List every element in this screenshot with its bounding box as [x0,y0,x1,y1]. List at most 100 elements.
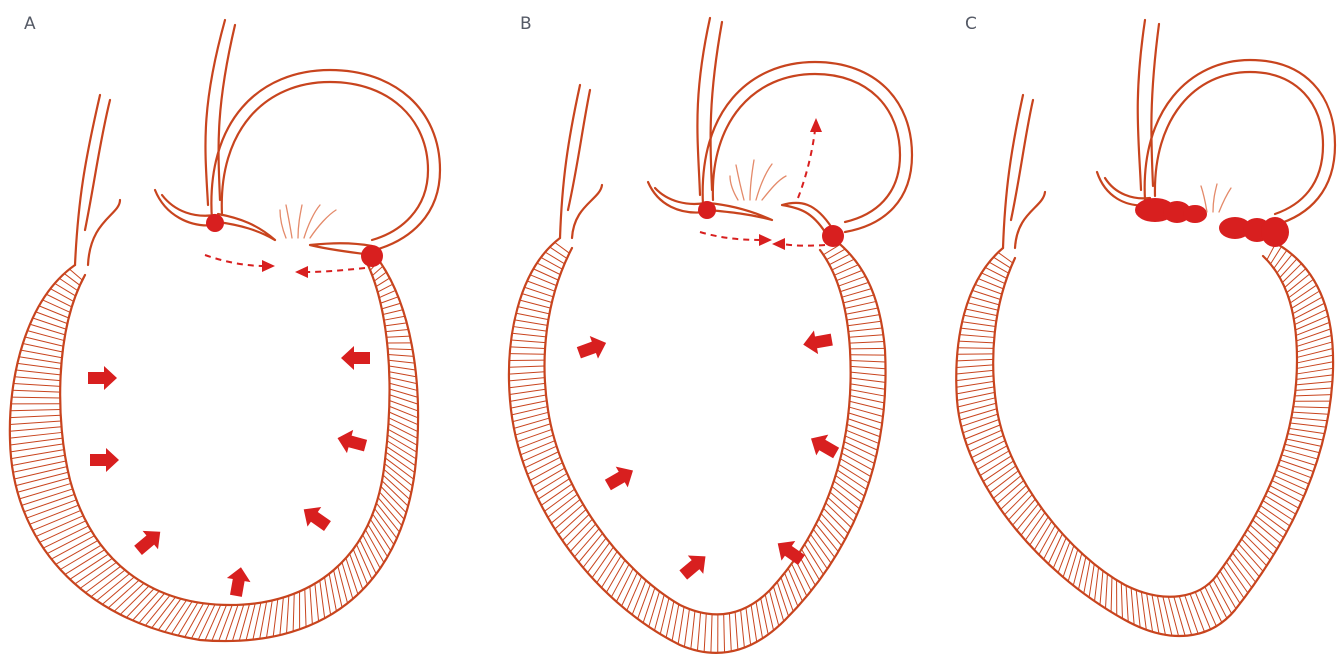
myocardium-striation [16,472,68,485]
myocardium-striation [1058,542,1070,573]
myocardium-striation [139,593,165,623]
myocardium-striation [1297,362,1333,369]
myocardium-striation [616,568,633,601]
myocardium-striation [226,605,238,641]
arrow-icon [334,427,368,458]
myocardium-striation [956,365,993,368]
myocardium-striation [14,467,67,479]
myocardium-striation [751,605,757,642]
myocardium-striation [1274,475,1307,490]
myocardium-striation [108,580,139,608]
myocardium-striation [10,432,62,438]
myocardium-striation [519,435,554,448]
myocardium-striation [1277,254,1292,272]
myocardium-striation [982,273,1005,284]
myocardium-striation [704,613,706,652]
myocardium-striation [1111,577,1112,612]
myocardium-striation [15,377,61,381]
arrow-icon [805,428,842,463]
myocardium-striation [378,498,402,526]
panel-c: C [945,0,1343,664]
myocardium-striation [785,573,798,607]
myocardium-striation [59,278,77,290]
annulus-dot-right [361,245,383,267]
myocardium-striation [50,289,73,302]
myocardium-striation [622,572,638,606]
myocardium-striation [846,430,879,443]
myocardium-striation [219,605,233,641]
myocardium-striation [509,366,544,367]
myocardium-striation [724,614,725,653]
great-vessel-branch [205,20,235,205]
myocardium-striation [672,604,679,641]
arrow-icon [297,500,335,536]
myocardium-striation [1200,590,1216,627]
myocardium-striation [16,370,61,375]
myocardium-striation [510,354,545,355]
myocardium-striation [850,342,885,344]
myocardium-striation [627,576,642,610]
myocardium-striation [1280,259,1297,278]
myocardium-striation [957,387,995,394]
myocardium-striation [383,475,410,499]
myocardium-striation [967,430,1002,445]
myocardium-striation [961,328,995,332]
myocardium-striation [287,596,289,634]
myocardium-striation [239,604,249,641]
myocardium-striation [114,583,144,611]
myocardium-striation [212,605,227,641]
myocardium-striation [388,424,417,439]
myocardium-striation [530,463,563,481]
myocardium-striation [1195,592,1210,629]
myocardium-striation [1131,588,1134,625]
myocardium-striation [1294,303,1325,319]
heart-diagram-c [945,0,1343,664]
myocardium-striation [1276,470,1309,484]
myocardium-striation [310,586,312,624]
annulus-motion-dashed-right [782,244,825,246]
myocardium-striation [10,427,62,432]
myocardium-striation [777,582,788,616]
arrow-icon [801,328,834,357]
annulus-dot-left [206,214,224,232]
myocardium-striation [70,554,109,579]
myocardium-striation [989,262,1008,273]
regurgitant-jet-c [1201,184,1231,212]
myocardium-striation [1141,592,1146,630]
aortic-arch-inner [1155,72,1323,214]
myocardium-striation [851,372,886,375]
myocardium-striation [1147,593,1153,631]
myocardium-striation [372,266,383,275]
myocardium-striation [515,424,550,435]
panel-b: B [500,0,900,664]
myocardium-striation [379,290,395,297]
myocardium-striation [1295,395,1331,396]
myocardium-striation [1174,597,1185,636]
myocardium-striation [280,597,283,635]
myocardium-striation [848,328,882,332]
myocardium-striation [1168,597,1178,636]
myocardium-striation [1296,375,1332,380]
myocardium-striation [75,558,112,584]
myocardium-striation [1106,574,1108,608]
myocardium-striation [36,312,68,324]
myocardium-striation [18,478,70,492]
myocardium-striation [389,366,416,370]
myocardium-striation [10,415,61,417]
myocardium-striation [516,313,548,319]
myocardium-striation [1179,596,1191,635]
myocardium-striation [13,390,61,392]
myocardium-striation [385,323,407,326]
myocardium-striation [383,310,403,315]
myocardium-striation [525,452,559,468]
myocardium-striation [1291,418,1327,421]
myocardium-striation [792,564,807,596]
myocardium-striation [1063,546,1074,577]
myocardium-striation [386,336,409,337]
myocardium-striation [545,252,564,264]
myocardium-striation [959,403,996,413]
myocardium-striation [842,453,873,470]
myocardium-striation [388,354,414,356]
myocardium-striation [961,414,998,426]
myocardium-striation [511,401,547,408]
